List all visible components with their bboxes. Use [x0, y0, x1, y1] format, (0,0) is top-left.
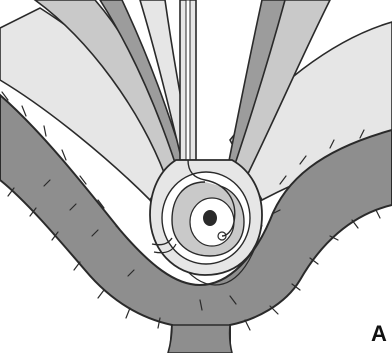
egg-cell [203, 210, 217, 226]
style-canal [186, 0, 190, 160]
stem [168, 325, 232, 353]
panel-label: A [371, 322, 387, 346]
